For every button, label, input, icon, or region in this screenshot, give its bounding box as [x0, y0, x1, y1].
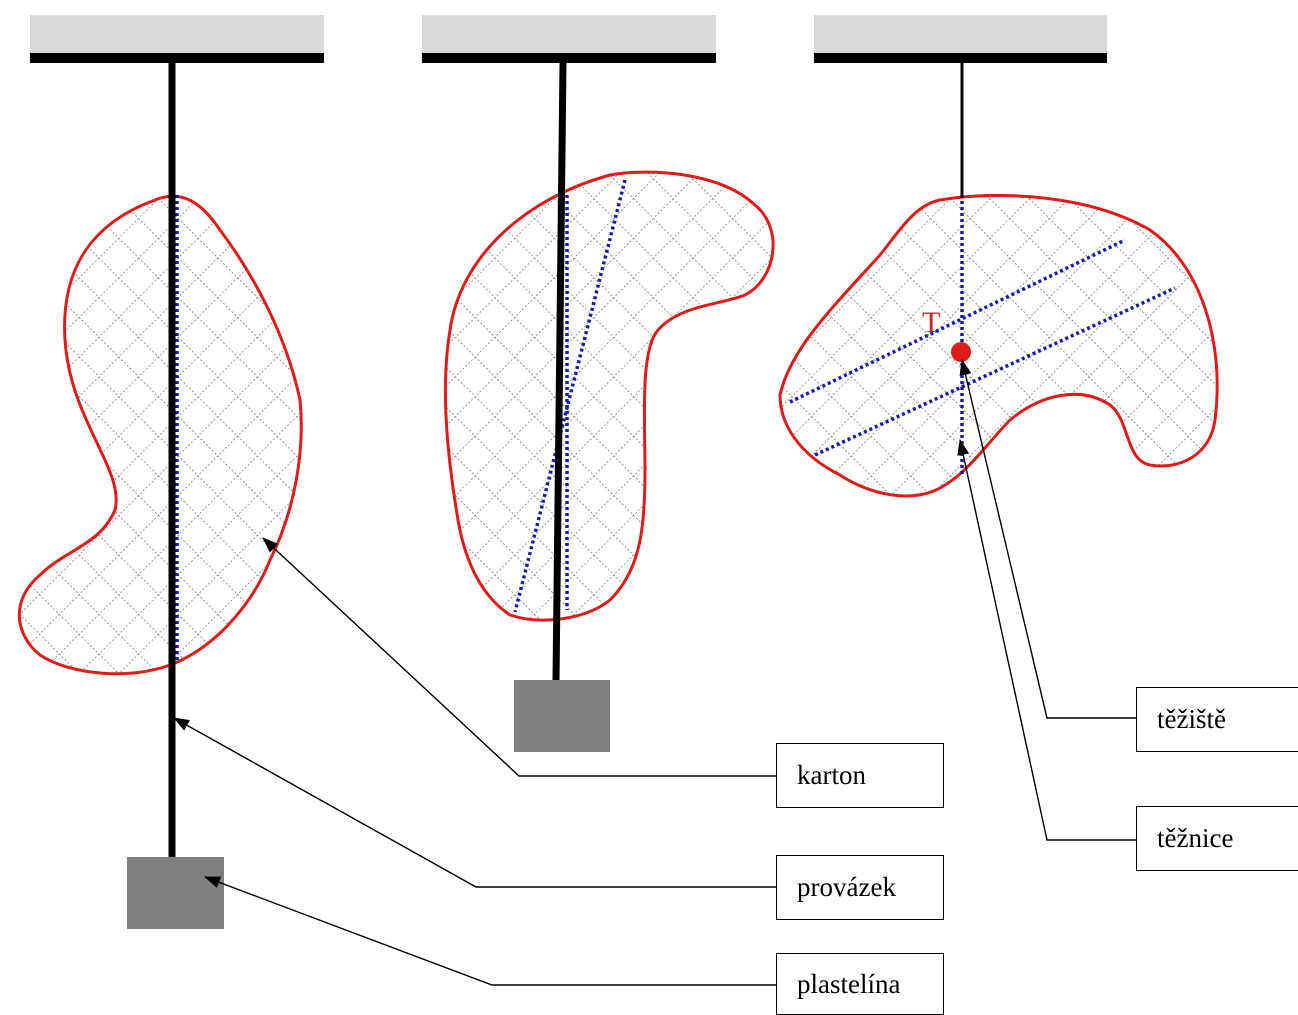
arrow-karton	[262, 537, 776, 777]
plumb-line-3c	[814, 286, 1176, 457]
ceiling-1	[30, 15, 324, 53]
plumb-line-3b	[789, 238, 1126, 404]
center-of-gravity-point	[951, 342, 971, 362]
cardboard-shape-3	[778, 193, 1219, 498]
callout-arrows	[173, 359, 1136, 986]
ceiling-bar-1	[30, 53, 324, 63]
label-plastelina: plastelína	[776, 953, 944, 1015]
center-of-gravity-mark: T	[922, 306, 940, 339]
arrow-provazek	[173, 717, 776, 888]
setup-2	[422, 15, 775, 752]
string-2	[552, 62, 567, 681]
label-teznice: těžnice	[1136, 806, 1298, 871]
arrow-plastelina	[204, 876, 776, 986]
plumb-line-2b	[513, 179, 627, 613]
weight-1	[127, 857, 224, 929]
label-teziste: těžiště	[1136, 687, 1298, 752]
weight-2	[514, 680, 610, 752]
ceiling-3	[814, 15, 1107, 53]
label-karton: karton	[776, 743, 944, 808]
setup-1	[17, 15, 324, 929]
setup-3: T	[778, 15, 1219, 498]
cardboard-shape-2	[443, 170, 775, 622]
ceiling-bar-3	[814, 53, 1107, 63]
ceiling-2	[422, 15, 716, 53]
cardboard-shape-1	[17, 194, 303, 676]
arrow-teziste	[959, 359, 1136, 719]
ceiling-bar-2	[422, 53, 716, 63]
arrow-teznice	[957, 439, 1136, 841]
label-provazek: provázek	[776, 855, 944, 920]
